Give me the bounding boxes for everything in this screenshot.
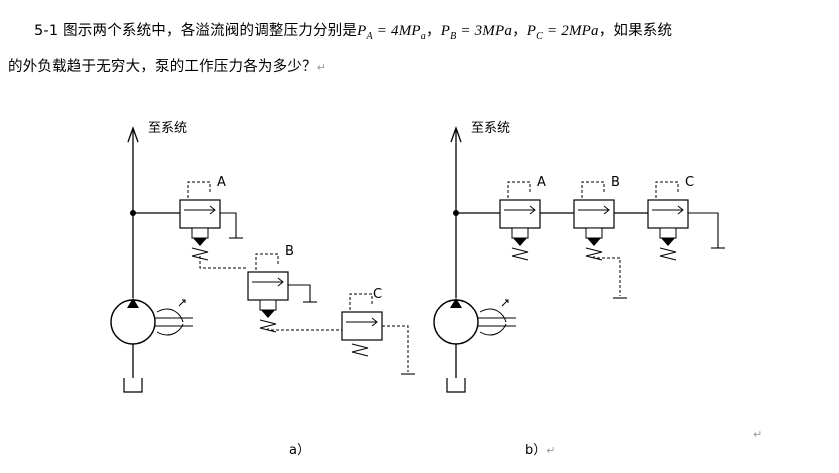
question-number: 5-1 (34, 23, 59, 39)
pressure-b: PB = 3MPa (440, 23, 513, 42)
pressure-c: PC = 2MPa (526, 23, 599, 42)
question-line-2: 的外负载趋于无穷大，泵的工作压力各为多少？↵ (8, 59, 327, 75)
corner-paragraph-mark: ↵ (753, 428, 762, 441)
question-tail: ，如果系统 (598, 23, 673, 39)
paragraph-mark: ↵ (316, 61, 327, 74)
to-system-label-a: 至系统 (148, 121, 187, 136)
figure-a: 至系统 A B C a） (110, 121, 415, 458)
valve-b-label: B (285, 244, 294, 259)
to-system-label-b: 至系统 (471, 121, 510, 136)
question-line-1: 5-1 图示两个系统中，各溢流阀的调整压力分别是PA = 4MPa，PB = 3… (34, 23, 673, 42)
valve-b-c-label: C (685, 175, 694, 190)
question-text: 5-1 图示两个系统中，各溢流阀的调整压力分别是PA = 4MPa，PB = 3… (8, 16, 834, 83)
figure-b: 至系统 A B C b）↵ (433, 121, 725, 458)
valve-b-b-label: B (611, 175, 620, 190)
caption-b: b）↵ (525, 443, 555, 458)
valve-b-a-label: A (537, 175, 546, 190)
pressure-a: PA = 4MPa (357, 23, 426, 42)
valve-c-label: C (373, 287, 382, 302)
caption-a: a） (289, 443, 310, 458)
question-lead: 图示两个系统中，各溢流阀的调整压力分别是 (63, 23, 358, 39)
valve-a-label: A (217, 175, 226, 190)
